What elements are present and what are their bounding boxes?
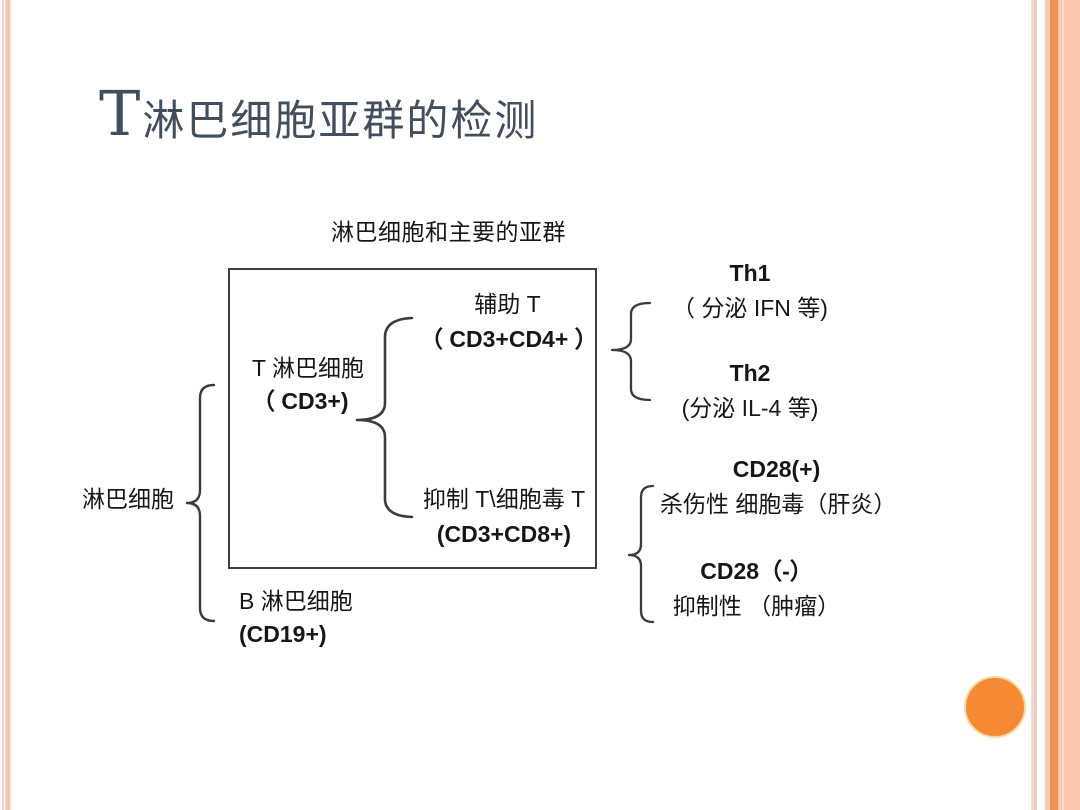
t-cell-marker: （ CD3+) — [252, 388, 349, 414]
th2-name: Th2 — [729, 360, 771, 386]
cd28-positive-node: CD28(+) 杀伤性 细胞毒（肝炎） — [660, 452, 897, 522]
t-lymphocyte-box — [228, 268, 597, 569]
right-light-divider — [1062, 0, 1064, 810]
lymphocyte-brace — [185, 383, 216, 623]
b-cell-node: B 淋巴细胞 (CD19+) — [239, 585, 353, 651]
right-inner-stripe — [1031, 0, 1037, 810]
t-cell-name: T 淋巴细胞 — [252, 355, 365, 381]
lymphocyte-label: 淋巴细胞 — [82, 486, 174, 512]
right-orange-stripe — [1050, 0, 1058, 810]
cd28-positive-marker: CD28(+) — [732, 456, 821, 482]
helper-t-node: 辅助 T （ CD3+CD4+ ） — [420, 287, 598, 357]
cd28-negative-node: CD28（-） 抑制性 （肿瘤） — [650, 554, 863, 624]
cytotoxic-t-marker: (CD3+CD8+) — [436, 521, 572, 547]
helper-t-name: 辅助 T — [474, 291, 541, 317]
t-cell-node: T 淋巴细胞 （ CD3+) — [252, 352, 364, 418]
th1-node: Th1 （ 分泌 IFN 等) — [664, 256, 836, 326]
slide-title-text: 淋巴细胞亚群的检测 — [142, 96, 539, 145]
left-accent-stripe — [5, 0, 11, 810]
accent-circle-decoration — [964, 676, 1026, 738]
left-accent-stripe-thin — [2, 0, 4, 810]
cd28-negative-description: 抑制性 （肿瘤） — [672, 593, 841, 619]
th2-secretes: (分泌 IL-4 等) — [681, 395, 819, 421]
diagram-heading: 淋巴细胞和主要的亚群 — [331, 219, 566, 245]
cd28-negative-marker: CD28（-） — [700, 558, 813, 584]
slide-title-initial: T — [99, 77, 143, 150]
b-cell-name: B 淋巴细胞 — [239, 588, 353, 614]
cytotoxic-t-name: 抑制 T\细胞毒 T — [422, 486, 586, 512]
cd28-positive-description: 杀伤性 细胞毒（肝炎） — [660, 491, 897, 517]
lymphocyte-node: 淋巴细胞 — [82, 486, 174, 512]
th1-secretes: （ 分泌 IFN 等) — [672, 295, 828, 321]
b-cell-marker: (CD19+) — [239, 621, 327, 647]
th2-node: Th2 (分泌 IL-4 等) — [664, 356, 836, 426]
helper-t-brace — [610, 301, 652, 402]
slide-title: T淋巴细胞亚群的检测 — [99, 83, 538, 145]
cytotoxic-t-node: 抑制 T\细胞毒 T (CD3+CD8+) — [418, 482, 590, 552]
th1-name: Th1 — [729, 260, 771, 286]
helper-t-marker: （ CD3+CD4+ ） — [420, 326, 598, 352]
